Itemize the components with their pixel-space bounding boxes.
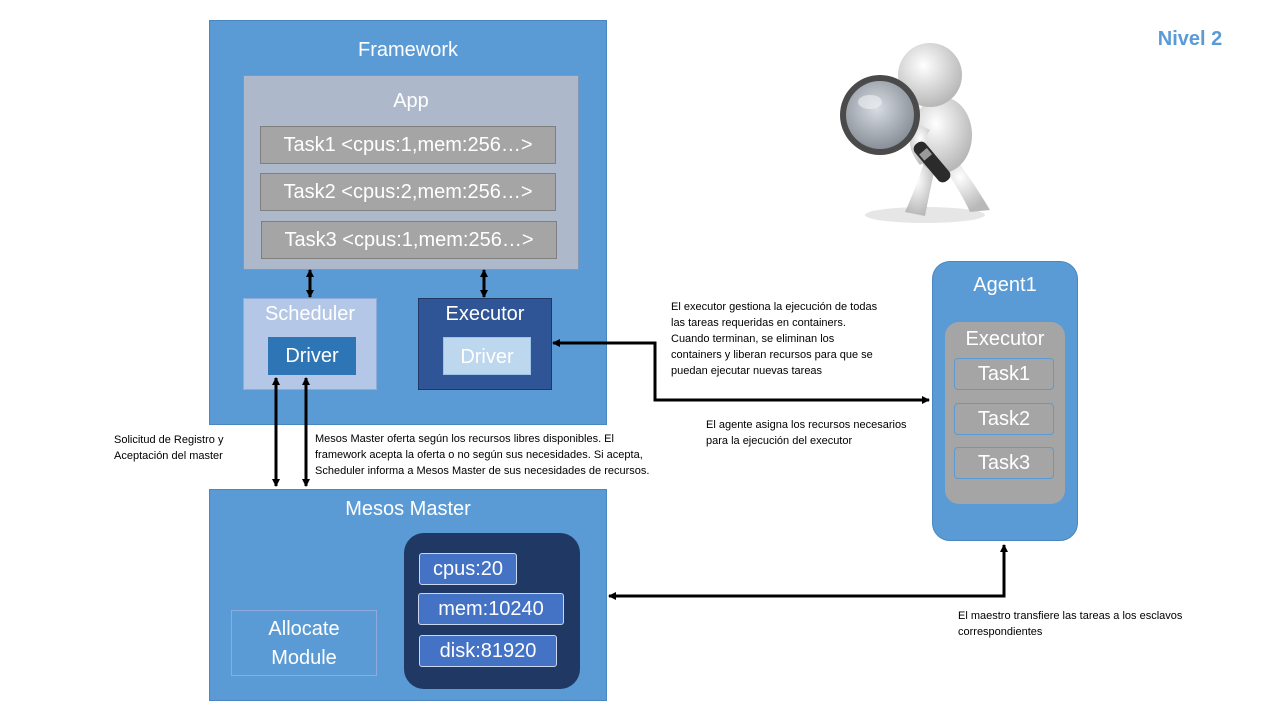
app-box: App Task1 <cpus:1,mem:256…> Task2 <cpus:… [243, 75, 579, 270]
note-oferta: Mesos Master oferta según los recursos l… [315, 431, 705, 479]
executor-box: Executor Driver [418, 298, 552, 390]
note-line: El agente asigna los recursos necesarios [706, 419, 907, 431]
agent-task-1: Task1 [954, 358, 1054, 390]
allocate-module-box: Allocate Module [231, 610, 377, 676]
note-line: framework acepta la oferta o no según su… [315, 449, 643, 461]
resource-disk: disk:81920 [419, 635, 557, 667]
magnifying-figure-icon [840, 43, 990, 223]
resource-mem: mem:10240 [418, 593, 564, 625]
note-line: las tareas requeridas en containers. [671, 317, 846, 329]
agent-title: Agent1 [973, 274, 1037, 296]
level-label: Nivel 2 [1157, 28, 1223, 50]
resource-cpus: cpus:20 [419, 553, 517, 585]
app-title: App [393, 90, 429, 112]
resources-box: cpus:20 mem:10240 disk:81920 [404, 533, 580, 689]
note-line: para la ejecución del executor [706, 435, 853, 447]
note-line: Scheduler informa a Mesos Master de sus … [315, 465, 650, 477]
agent-executor-box: Executor Task1 Task2 Task3 [945, 322, 1065, 504]
scheduler-title: Scheduler [264, 303, 356, 325]
allocate-module-line2: Module [271, 647, 337, 669]
app-task-3: Task3 <cpus:1,mem:256…> [261, 221, 557, 259]
framework-box: Framework App Task1 <cpus:1,mem:256…> Ta… [209, 20, 607, 425]
app-task-1: Task1 <cpus:1,mem:256…> [260, 126, 556, 164]
note-line: El executor gestiona la ejecución de tod… [671, 301, 878, 313]
note-line: Aceptación del master [114, 450, 223, 462]
scheduler-box: Scheduler Driver [243, 298, 377, 390]
agent-task-2: Task2 [954, 403, 1054, 435]
agent-box: Agent1 Executor Task1 Task2 Task3 [932, 261, 1078, 541]
note-line: El maestro transfiere las tareas a los e… [958, 610, 1183, 622]
note-agente: El agente asigna los recursos necesarios… [706, 417, 936, 449]
agent-task-3: Task3 [954, 447, 1054, 479]
arrow-executor-agent [552, 339, 930, 404]
note-line: correspondientes [958, 626, 1043, 638]
arrow-master-agent [608, 544, 1008, 600]
note-maestro: El maestro transfiere las tareas a los e… [958, 608, 1228, 640]
note-registro: Solicitud de Registro y Aceptación del m… [114, 432, 284, 464]
framework-title: Framework [357, 39, 458, 61]
note-line: Solicitud de Registro y [114, 434, 224, 446]
executor-driver: Driver [443, 337, 531, 375]
scheduler-driver: Driver [268, 337, 356, 375]
executor-title: Executor [445, 303, 525, 325]
mesos-master-box: Mesos Master Allocate Module cpus:20 mem… [209, 489, 607, 701]
app-task-2: Task2 <cpus:2,mem:256…> [260, 173, 556, 211]
agent-executor-title: Executor [965, 328, 1045, 350]
mesos-master-title: Mesos Master [345, 498, 471, 520]
note-line: Mesos Master oferta según los recursos l… [315, 433, 614, 445]
allocate-module-line1: Allocate [268, 618, 340, 640]
